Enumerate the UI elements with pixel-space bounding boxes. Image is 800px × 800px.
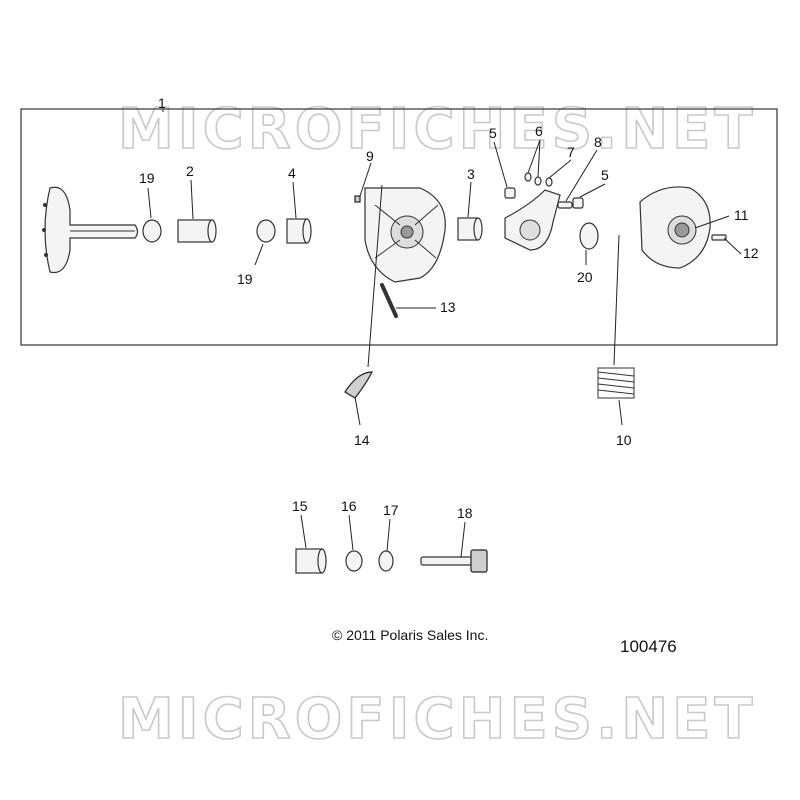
copyright-text: © 2011 Polaris Sales Inc.: [332, 627, 488, 643]
callout-2: 2: [186, 163, 194, 179]
callout-16: 16: [341, 498, 357, 514]
bushing-15: [295, 548, 327, 574]
callout-6: 6: [535, 123, 543, 139]
callout-4: 4: [288, 165, 296, 181]
figure-number: 100476: [620, 637, 677, 656]
assembly-box: [20, 108, 778, 346]
pin-13: [380, 283, 398, 318]
callout-17: 17: [383, 502, 399, 518]
callout-14: 14: [354, 432, 370, 448]
screw-12: [711, 234, 727, 241]
callout-1: 1: [158, 95, 166, 111]
pin-8: [557, 201, 573, 209]
callout-11: 11: [734, 207, 749, 223]
cover-11: [639, 186, 711, 269]
washer-17: [378, 550, 394, 572]
callout-15: 15: [292, 498, 308, 514]
callout-9: 9: [366, 148, 374, 164]
callout-20: 20: [577, 269, 593, 285]
callout-8: 8: [594, 134, 602, 150]
callout-19-left: 19: [139, 170, 155, 186]
washer-16: [345, 550, 363, 572]
callout-3: 3: [467, 166, 475, 182]
spider-part: [504, 189, 561, 251]
bushing-3: [457, 217, 483, 241]
leader-lines: [147, 109, 742, 558]
bushing-2: [177, 219, 217, 243]
weight-14: [344, 371, 373, 399]
callout-19-middle: 19: [237, 271, 253, 287]
callout-10: 10: [616, 432, 632, 448]
watermark-bottom: MICROFICHES.NET: [118, 687, 757, 752]
moveable-sheave-part: [364, 187, 446, 283]
screw-9: [354, 195, 361, 203]
bolt-18: [420, 549, 488, 573]
callout-5-right: 5: [601, 167, 609, 183]
drive-sheave-part: [42, 186, 139, 274]
callout-12: 12: [743, 245, 759, 261]
callout-18: 18: [457, 505, 473, 521]
watermark-top: MICROFICHES.NET: [118, 97, 757, 162]
washer-6: [524, 172, 532, 182]
callout-labels: 1 19 2 4 19 9 3 5 6 7 8 5 11 12 20 13 14…: [139, 95, 759, 521]
bushing-4: [286, 218, 312, 244]
callout-13: 13: [440, 299, 456, 315]
ring-20: [579, 222, 599, 250]
spring-10: [597, 367, 635, 399]
washer-7: [545, 177, 553, 187]
callout-7: 7: [567, 144, 575, 160]
ring-19-middle: [256, 219, 276, 243]
button-5-left: [504, 187, 516, 199]
button-5-right: [572, 197, 584, 209]
washer-6b: [534, 176, 542, 186]
ring-19-left: [142, 219, 162, 243]
callout-5-left: 5: [489, 125, 497, 141]
